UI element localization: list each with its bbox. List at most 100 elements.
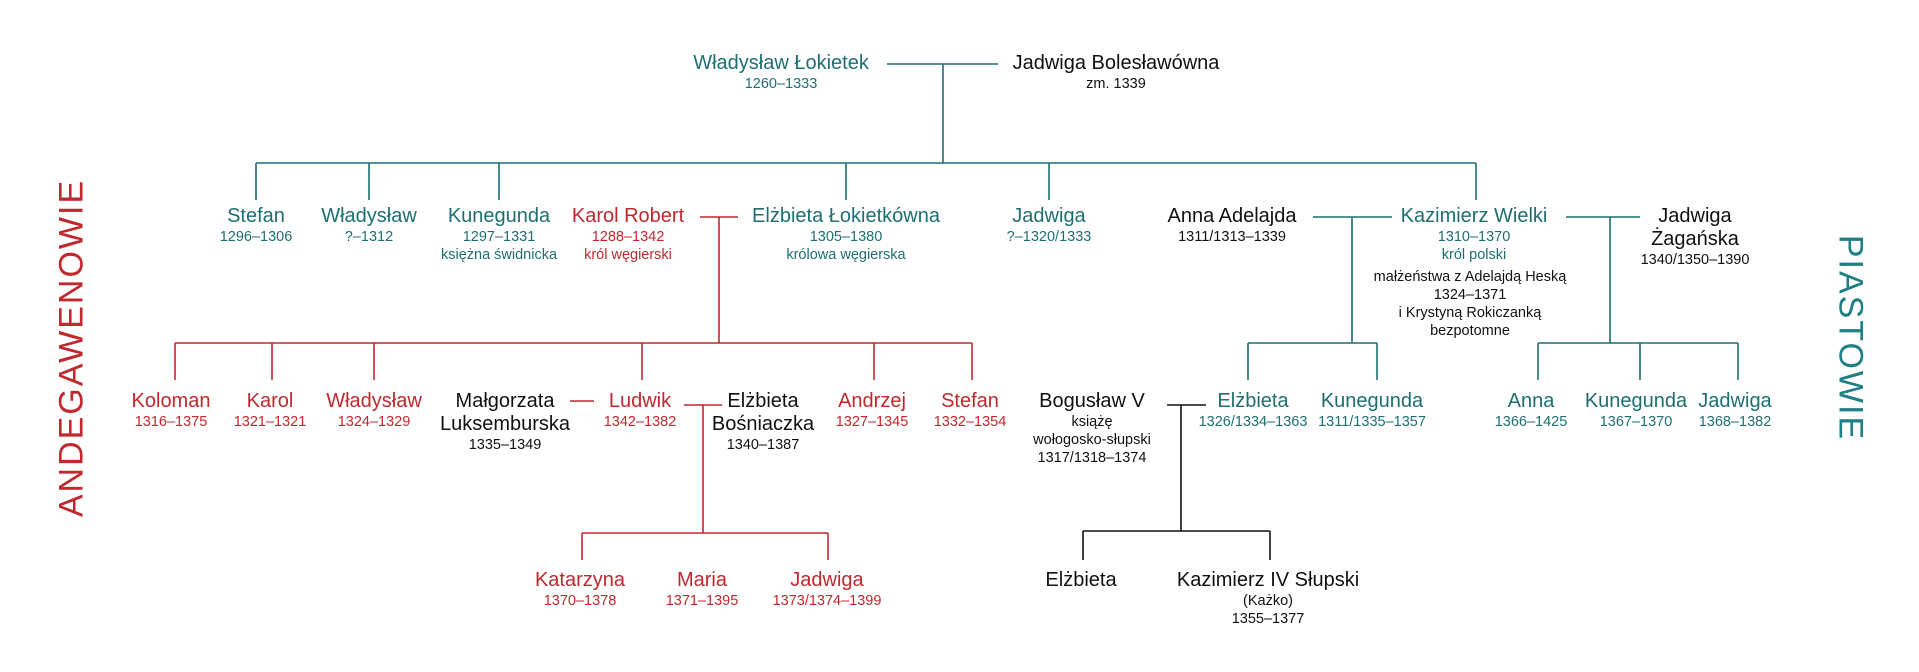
person-detail: 1366–1425 — [1494, 414, 1568, 430]
person-detail: król węgierski — [584, 247, 672, 263]
person-detail: 1311/1335–1357 — [1318, 414, 1426, 430]
person-detail: 1316–1375 — [134, 414, 208, 430]
person-name: Luksemburska — [439, 413, 571, 435]
person-wladyslaw: Władysław ?–1312 — [321, 205, 417, 246]
label-andegawenowie: ANDEGAWENOWIE — [52, 178, 91, 518]
kazimierz-marriages-note: małżeństwa z Adelajdą Heską 1324–1371 i Kr… — [1374, 268, 1567, 340]
person-detail: bezpotomne — [1430, 323, 1510, 339]
person-detail: królowa węgierska — [786, 247, 906, 263]
person-detail: ?–1320/1333 — [1006, 229, 1092, 245]
person-detail: zm. 1339 — [1086, 76, 1146, 92]
person-detail: księżna świdnicka — [440, 247, 558, 263]
label-piastowie: PIASTOWIE — [1831, 234, 1870, 442]
person-detail: 1324–1329 — [337, 414, 411, 430]
person-boguslaw-v: Bogusław V książę wołogosko-słupski 1317/13… — [1033, 390, 1151, 467]
person-detail: 1367–1370 — [1599, 414, 1673, 430]
person-name: Kazimierz IV Słupski — [1176, 569, 1360, 591]
person-kunegunda-g3: Kunegunda 1311/1335–1357 — [1318, 390, 1426, 431]
person-karol-robert: Karol Robert 1288–1342 król węgierski — [572, 205, 684, 264]
person-name: Jadwiga — [1012, 205, 1086, 227]
person-name: Jadwiga — [1658, 205, 1732, 227]
person-andrzej: Andrzej 1327–1345 — [836, 390, 909, 431]
person-name: Bogusław V — [1039, 390, 1145, 412]
person-detail: 1373/1374–1399 — [772, 593, 882, 609]
person-name: Karol — [246, 390, 294, 412]
person-name: Koloman — [131, 390, 211, 412]
person-jadwiga-g4: Jadwiga 1373/1374–1399 — [773, 569, 882, 610]
person-karol: Karol 1321–1321 — [234, 390, 307, 431]
person-anna-adelajda: Anna Adelajda 1311/1313–1339 — [1167, 205, 1296, 246]
person-name: Andrzej — [838, 390, 906, 412]
person-detail: 1288–1342 — [591, 229, 665, 245]
person-name: Elżbieta Łokietkówna — [752, 205, 940, 227]
person-name: Elżbieta — [1217, 390, 1289, 412]
person-detail: 1327–1345 — [835, 414, 909, 430]
person-detail: (Każko) — [1243, 593, 1293, 609]
person-detail: 1310–1370 — [1437, 229, 1511, 245]
person-name: Ludwik — [608, 390, 672, 412]
person-ludwik: Ludwik 1342–1382 — [604, 390, 677, 431]
person-detail: 1340–1387 — [726, 437, 800, 453]
person-jadwiga-boleslawowna: Jadwiga Bolesławówna zm. 1339 — [1013, 52, 1220, 93]
person-detail: 1342–1382 — [603, 414, 677, 430]
person-detail: małżeństwa z Adelajdą Heską — [1373, 269, 1567, 285]
person-name: Władysław Łokietek — [693, 52, 869, 74]
person-name: Jadwiga — [790, 569, 864, 591]
person-detail: 1368–1382 — [1698, 414, 1772, 430]
person-katarzyna: Katarzyna 1370–1378 — [535, 569, 625, 610]
person-kunegunda-g3b: Kunegunda 1367–1370 — [1585, 390, 1687, 431]
person-koloman: Koloman 1316–1375 — [132, 390, 211, 431]
person-detail: król polski — [1441, 247, 1507, 263]
person-name: Anna Adelajda — [1167, 205, 1297, 227]
person-detail: 1371–1395 — [665, 593, 739, 609]
person-name: Elżbieta — [727, 390, 799, 412]
person-jadwiga: Jadwiga ?–1320/1333 — [1007, 205, 1092, 246]
person-detail: 1340/1350–1390 — [1640, 252, 1750, 268]
person-detail: 1326/1334–1363 — [1198, 414, 1308, 430]
person-detail: 1260–1333 — [744, 76, 818, 92]
person-anna: Anna 1366–1425 — [1495, 390, 1568, 431]
person-name: Stefan — [941, 390, 999, 412]
person-detail: książę — [1071, 414, 1113, 430]
person-name: Anna — [1507, 390, 1555, 412]
person-detail: 1311/1313–1339 — [1178, 229, 1286, 245]
person-name: Władysław — [326, 390, 422, 412]
person-name: Karol Robert — [571, 205, 685, 227]
person-detail: i Krystyną Rokiczanką — [1398, 305, 1542, 321]
person-jadwiga-g3: Jadwiga 1368–1382 — [1698, 390, 1771, 431]
person-name: Małgorzata — [455, 390, 555, 412]
person-detail: wołogosko-słupski — [1033, 432, 1151, 448]
person-detail: 1355–1377 — [1231, 611, 1305, 627]
person-detail: 1321–1321 — [233, 414, 307, 430]
person-name: Kunegunda — [447, 205, 551, 227]
person-elzbieta-g3: Elżbieta 1326/1334–1363 — [1199, 390, 1308, 431]
person-name: Katarzyna — [534, 569, 626, 591]
person-name: Jadwiga — [1698, 390, 1772, 412]
person-wladyslaw-lokietek: Władysław Łokietek 1260–1333 — [693, 52, 869, 93]
person-name: Jadwiga Bolesławówna — [1012, 52, 1220, 74]
person-name: Władysław — [321, 205, 417, 227]
person-detail: ?–1312 — [344, 229, 394, 245]
person-detail: 1296–1306 — [219, 229, 293, 245]
person-detail: 1370–1378 — [543, 593, 617, 609]
person-stefan-g3: Stefan 1332–1354 — [934, 390, 1007, 431]
person-name: Kunegunda — [1584, 390, 1688, 412]
person-detail: 1332–1354 — [933, 414, 1007, 430]
person-name: Maria — [676, 569, 728, 591]
person-detail: 1324–1371 — [1433, 287, 1507, 303]
person-detail: 1317/1318–1374 — [1037, 450, 1147, 466]
person-name: Kunegunda — [1320, 390, 1424, 412]
person-wladyslaw-g3: Władysław 1324–1329 — [326, 390, 422, 431]
person-elzbieta-g4: Elżbieta — [1045, 569, 1116, 592]
person-name: Elżbieta — [1045, 569, 1117, 591]
person-name: Żagańska — [1651, 228, 1739, 250]
